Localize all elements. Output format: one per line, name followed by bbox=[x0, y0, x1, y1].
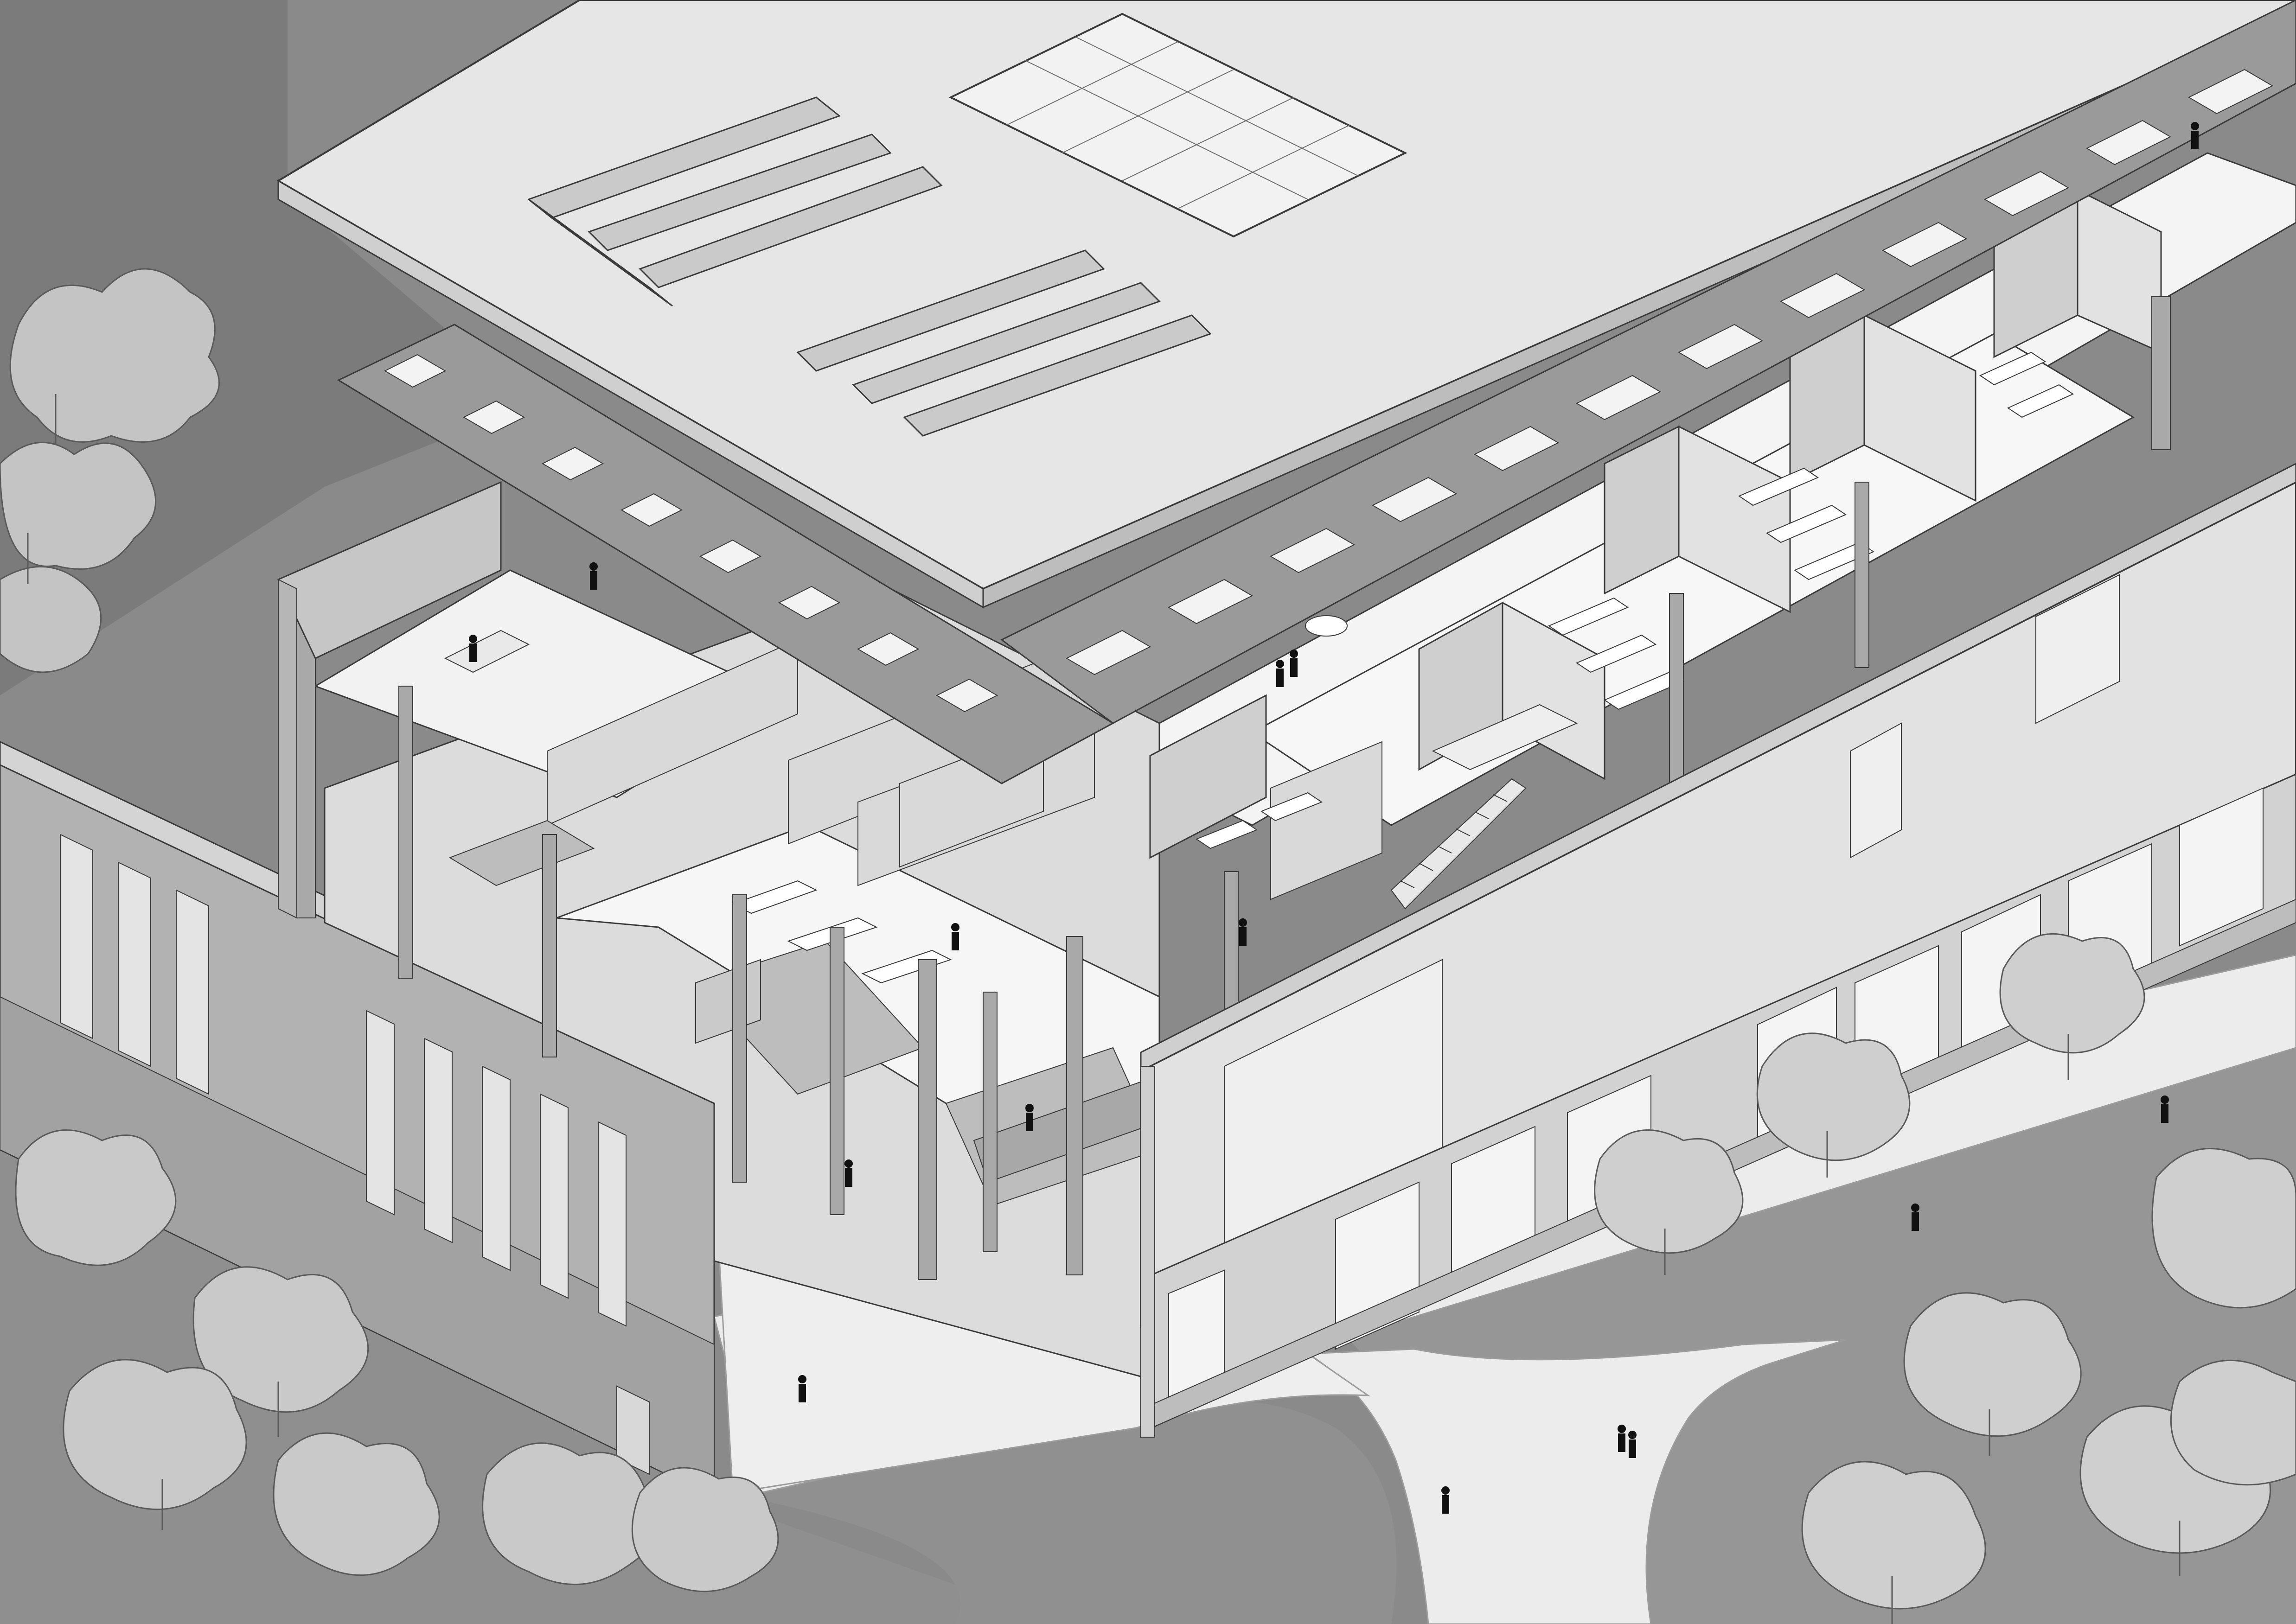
canopy-coffers bbox=[384, 69, 2274, 713]
roof bbox=[276, 0, 2296, 609]
person bbox=[1290, 650, 1298, 677]
glazed-roof-opening bbox=[948, 13, 1407, 238]
tree-trunks bbox=[27, 394, 2181, 1624]
path-plaza-curve bbox=[1305, 1339, 1846, 1624]
person bbox=[1911, 1204, 1919, 1231]
west-upper-wall bbox=[277, 481, 502, 660]
person bbox=[844, 1159, 853, 1187]
left-wing-door bbox=[616, 1385, 650, 1475]
people bbox=[469, 122, 2199, 1514]
person bbox=[798, 1375, 806, 1402]
person bbox=[469, 635, 477, 662]
coffered-canopy bbox=[337, 0, 2296, 784]
person bbox=[1025, 1104, 1034, 1131]
person bbox=[951, 923, 959, 950]
columns bbox=[296, 296, 2171, 1280]
person bbox=[1239, 918, 1247, 946]
west-upper-wall-short bbox=[278, 579, 297, 919]
tiered-seating bbox=[448, 820, 1160, 1206]
internal-stair bbox=[1390, 704, 1578, 910]
corner-column bbox=[1140, 1066, 1155, 1438]
trees-lower-left bbox=[15, 1129, 779, 1592]
person bbox=[2191, 122, 2199, 149]
person bbox=[2161, 1095, 2169, 1123]
skylight-ridges bbox=[527, 96, 1212, 437]
road-left bbox=[696, 1401, 1397, 1624]
roof-slab-edge-right bbox=[982, 8, 2296, 609]
trees-upper-left bbox=[0, 268, 220, 673]
facade-top-edge bbox=[1140, 463, 2296, 1072]
person bbox=[1618, 1425, 1626, 1452]
street-trees bbox=[0, 268, 2296, 1624]
furniture bbox=[444, 351, 2074, 984]
left-wing-windows bbox=[60, 834, 627, 1327]
lawn-bottom-left bbox=[0, 1057, 1067, 1624]
person bbox=[1628, 1431, 1637, 1458]
person bbox=[1441, 1486, 1450, 1514]
person bbox=[589, 562, 598, 590]
trees-right bbox=[1594, 933, 2296, 1610]
person bbox=[1276, 660, 1284, 687]
